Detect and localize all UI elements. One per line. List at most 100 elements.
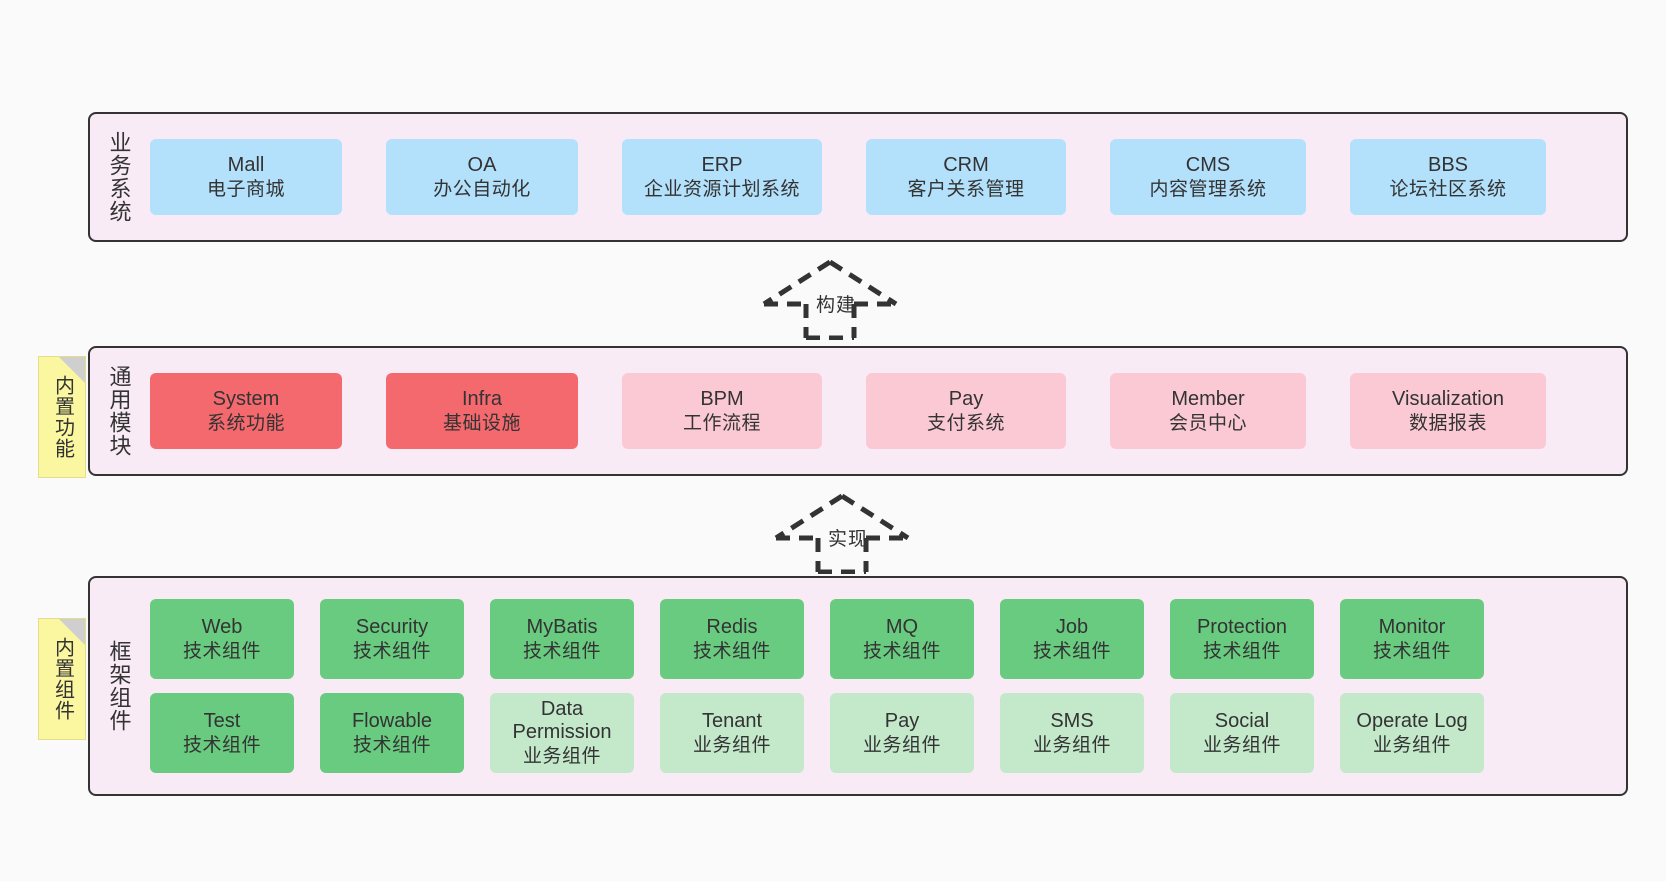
card-title: ERP — [701, 154, 743, 177]
connector-implement-label: 实现 — [828, 529, 869, 550]
card-mall[interactable]: Mall 电子商城 — [150, 139, 342, 215]
card-social[interactable]: Social 业务组件 — [1170, 693, 1314, 773]
card-subtitle: 技术组件 — [862, 640, 941, 662]
card-operate-log[interactable]: Operate Log 业务组件 — [1340, 693, 1484, 773]
card-job[interactable]: Job 技术组件 — [1000, 599, 1144, 679]
card-member[interactable]: Member 会员中心 — [1110, 373, 1306, 449]
card-subtitle: 支付系统 — [926, 412, 1005, 434]
card-mybatis[interactable]: MyBatis 技术组件 — [490, 599, 634, 679]
layer-business-systems: 业务系统 Mall 电子商城 OA 办公自动化 ERP 企业资源计划系统 CRM… — [88, 112, 1628, 242]
card-subtitle: 论坛社区系统 — [1389, 178, 1507, 200]
card-subtitle: 数据报表 — [1408, 412, 1487, 434]
card-title: Operate Log — [1356, 710, 1468, 733]
layer-title-common-modules: 通用模块 — [106, 365, 132, 457]
card-subtitle: 技术组件 — [1032, 640, 1111, 662]
card-protection[interactable]: Protection 技术组件 — [1170, 599, 1314, 679]
card-subtitle: 办公自动化 — [433, 178, 531, 200]
card-subtitle: 业务组件 — [522, 746, 601, 767]
connector-build-label: 构建 — [816, 295, 857, 316]
layer-body-business-systems: Mall 电子商城 OA 办公自动化 ERP 企业资源计划系统 CRM 客户关系… — [146, 114, 1626, 240]
card-title: Pay — [884, 710, 920, 733]
card-tenant[interactable]: Tenant 业务组件 — [660, 693, 804, 773]
tag-builtin-features: 内置功能 — [38, 356, 86, 478]
connector-implement-arrow — [774, 493, 910, 574]
connector-build-arrow — [762, 259, 898, 340]
card-crm[interactable]: CRM 客户关系管理 — [866, 139, 1066, 215]
card-bbs[interactable]: BBS 论坛社区系统 — [1350, 139, 1546, 215]
card-subtitle: 业务组件 — [1202, 734, 1281, 756]
card-subtitle: 技术组件 — [522, 640, 601, 662]
card-subtitle: 会员中心 — [1168, 412, 1247, 434]
card-row: System 系统功能 Infra 基础设施 BPM 工作流程 Pay 支付系统… — [146, 373, 1608, 449]
card-title: Infra — [461, 388, 503, 411]
card-subtitle: 技术组件 — [692, 640, 771, 662]
layer-title-business-systems: 业务系统 — [106, 131, 132, 223]
card-security[interactable]: Security 技术组件 — [320, 599, 464, 679]
card-pay-component[interactable]: Pay 业务组件 — [830, 693, 974, 773]
card-cms[interactable]: CMS 内容管理系统 — [1110, 139, 1306, 215]
card-title: OA — [467, 154, 497, 177]
tag-builtin-components: 内置组件 — [38, 618, 86, 740]
card-subtitle: 业务组件 — [692, 734, 771, 756]
card-subtitle: 客户关系管理 — [907, 178, 1025, 200]
card-subtitle: 技术组件 — [182, 734, 261, 756]
card-subtitle: 内容管理系统 — [1149, 178, 1267, 200]
card-flowable[interactable]: Flowable 技术组件 — [320, 693, 464, 773]
card-subtitle: 企业资源计划系统 — [643, 178, 800, 200]
card-visualization[interactable]: Visualization 数据报表 — [1350, 373, 1546, 449]
card-subtitle: 技术组件 — [352, 640, 431, 662]
card-pay[interactable]: Pay 支付系统 — [866, 373, 1066, 449]
card-title: Monitor — [1378, 616, 1446, 639]
card-title: CRM — [943, 154, 989, 177]
card-subtitle: 业务组件 — [1372, 734, 1451, 756]
card-title: Web — [201, 616, 243, 639]
card-subtitle: 技术组件 — [352, 734, 431, 756]
card-title: Test — [203, 710, 241, 733]
card-subtitle: 技术组件 — [1372, 640, 1451, 662]
card-row: Test 技术组件 Flowable 技术组件 Data Permission … — [146, 693, 1608, 773]
card-title: Tenant — [701, 710, 763, 733]
card-title: BPM — [700, 388, 744, 411]
card-erp[interactable]: ERP 企业资源计划系统 — [622, 139, 822, 215]
card-subtitle: 电子商城 — [206, 178, 285, 200]
card-infra[interactable]: Infra 基础设施 — [386, 373, 578, 449]
card-title: Job — [1055, 616, 1089, 639]
card-data-permission[interactable]: Data Permission 业务组件 — [490, 693, 634, 773]
card-title: Member — [1171, 388, 1245, 411]
card-subtitle: 工作流程 — [682, 412, 761, 434]
card-title: Redis — [706, 616, 758, 639]
card-title: Pay — [948, 388, 984, 411]
layer-body-framework-components: Web 技术组件 Security 技术组件 MyBatis 技术组件 Redi… — [146, 578, 1626, 794]
card-row: Web 技术组件 Security 技术组件 MyBatis 技术组件 Redi… — [146, 599, 1608, 679]
card-title: Mall — [227, 154, 265, 177]
card-sms[interactable]: SMS 业务组件 — [1000, 693, 1144, 773]
card-subtitle: 技术组件 — [1202, 640, 1281, 662]
layer-title-framework-components: 框架组件 — [106, 640, 132, 732]
card-test[interactable]: Test 技术组件 — [150, 693, 294, 773]
layer-body-common-modules: System 系统功能 Infra 基础设施 BPM 工作流程 Pay 支付系统… — [146, 348, 1626, 474]
card-subtitle: 业务组件 — [862, 734, 941, 756]
card-title: Security — [355, 616, 429, 639]
layer-framework-components: 框架组件 Web 技术组件 Security 技术组件 MyBatis 技术组件… — [88, 576, 1628, 796]
card-title: Protection — [1196, 616, 1288, 639]
card-title: BBS — [1427, 154, 1469, 177]
card-monitor[interactable]: Monitor 技术组件 — [1340, 599, 1484, 679]
card-subtitle: 基础设施 — [442, 412, 521, 434]
card-bpm[interactable]: BPM 工作流程 — [622, 373, 822, 449]
card-title: System — [212, 388, 280, 411]
card-title: Flowable — [351, 710, 433, 733]
card-title: SMS — [1050, 710, 1094, 733]
card-oa[interactable]: OA 办公自动化 — [386, 139, 578, 215]
card-subtitle: 系统功能 — [206, 412, 285, 434]
card-web[interactable]: Web 技术组件 — [150, 599, 294, 679]
card-mq[interactable]: MQ 技术组件 — [830, 599, 974, 679]
card-system[interactable]: System 系统功能 — [150, 373, 342, 449]
card-title: Social — [1214, 710, 1270, 733]
card-title: MQ — [885, 616, 919, 639]
card-subtitle: 业务组件 — [1032, 734, 1111, 756]
card-redis[interactable]: Redis 技术组件 — [660, 599, 804, 679]
card-title: MyBatis — [526, 616, 598, 639]
card-subtitle: 技术组件 — [182, 640, 261, 662]
card-row: Mall 电子商城 OA 办公自动化 ERP 企业资源计划系统 CRM 客户关系… — [146, 139, 1608, 215]
